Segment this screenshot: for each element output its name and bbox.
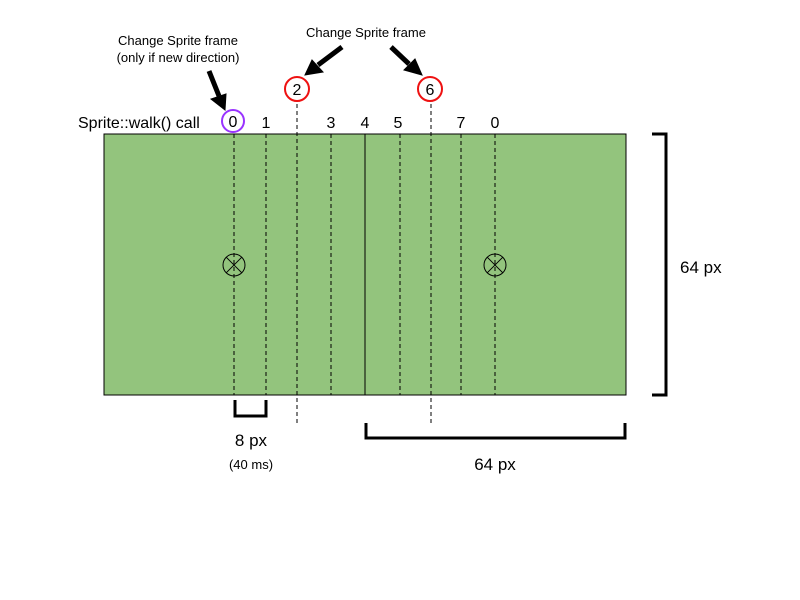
horizontal-size-bracket [364,423,627,440]
call-number: 1 [262,115,271,132]
direction-change-circle [221,109,245,133]
step-size-bracket [233,400,268,418]
direction-annotation-line1: Change Sprite frame [118,33,238,48]
call-number: 5 [394,115,403,132]
tile-center-icon [222,253,246,277]
call-number: 7 [457,115,466,132]
call-number: 0 [491,115,500,132]
arrow-icon [389,45,423,76]
step-time-label: (40 ms) [229,457,273,472]
arrow-icon [206,70,227,111]
step-lines [233,104,496,424]
call-number: 4 [361,115,370,132]
frame-change-circle [284,76,310,102]
vertical-size-label: 64 px [680,258,722,277]
call-number-highlight: 6 [426,82,435,99]
frame-change-circle [417,76,443,102]
step-size-label: 8 px [235,431,268,450]
frame-annotation: Change Sprite frame [306,25,426,40]
arrow-icon [304,45,344,76]
horizontal-size-label: 64 px [474,455,516,474]
tile-center-icon [483,253,507,277]
direction-annotation-line2: (only if new direction) [117,50,240,65]
call-label: Sprite::walk() call [78,115,200,132]
call-number: 3 [327,115,336,132]
vertical-size-bracket [652,132,668,397]
call-number-highlight: 2 [293,82,302,99]
call-number-highlight: 0 [229,114,238,131]
